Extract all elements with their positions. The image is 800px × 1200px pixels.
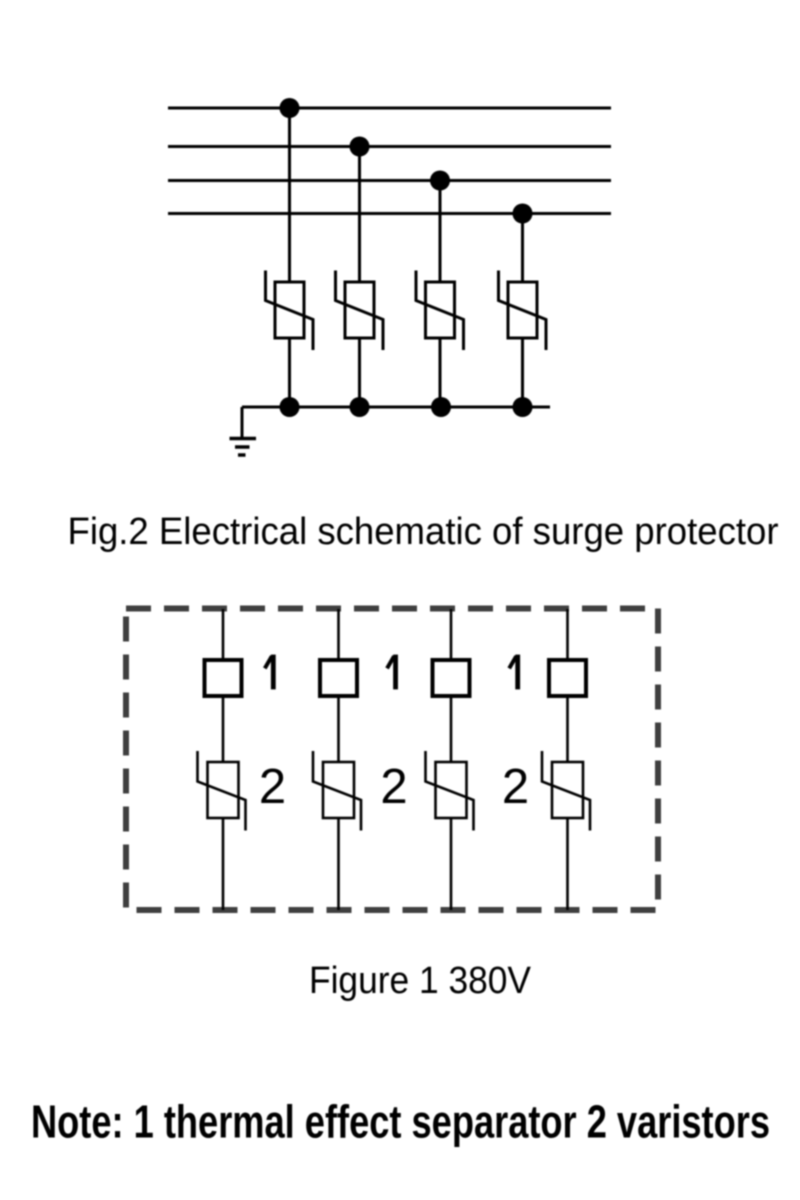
- svg-text:Figure 1 380V: Figure 1 380V: [309, 960, 532, 1002]
- svg-text:2: 2: [259, 760, 286, 814]
- svg-text:2: 2: [380, 760, 407, 814]
- svg-text:Note: 1 thermal effect separat: Note: 1 thermal effect separator 2 varis…: [31, 1096, 770, 1148]
- svg-text:Fig.2 Electrical schematic of: Fig.2 Electrical schematic of surge prot…: [68, 511, 779, 553]
- svg-text:2: 2: [502, 760, 529, 814]
